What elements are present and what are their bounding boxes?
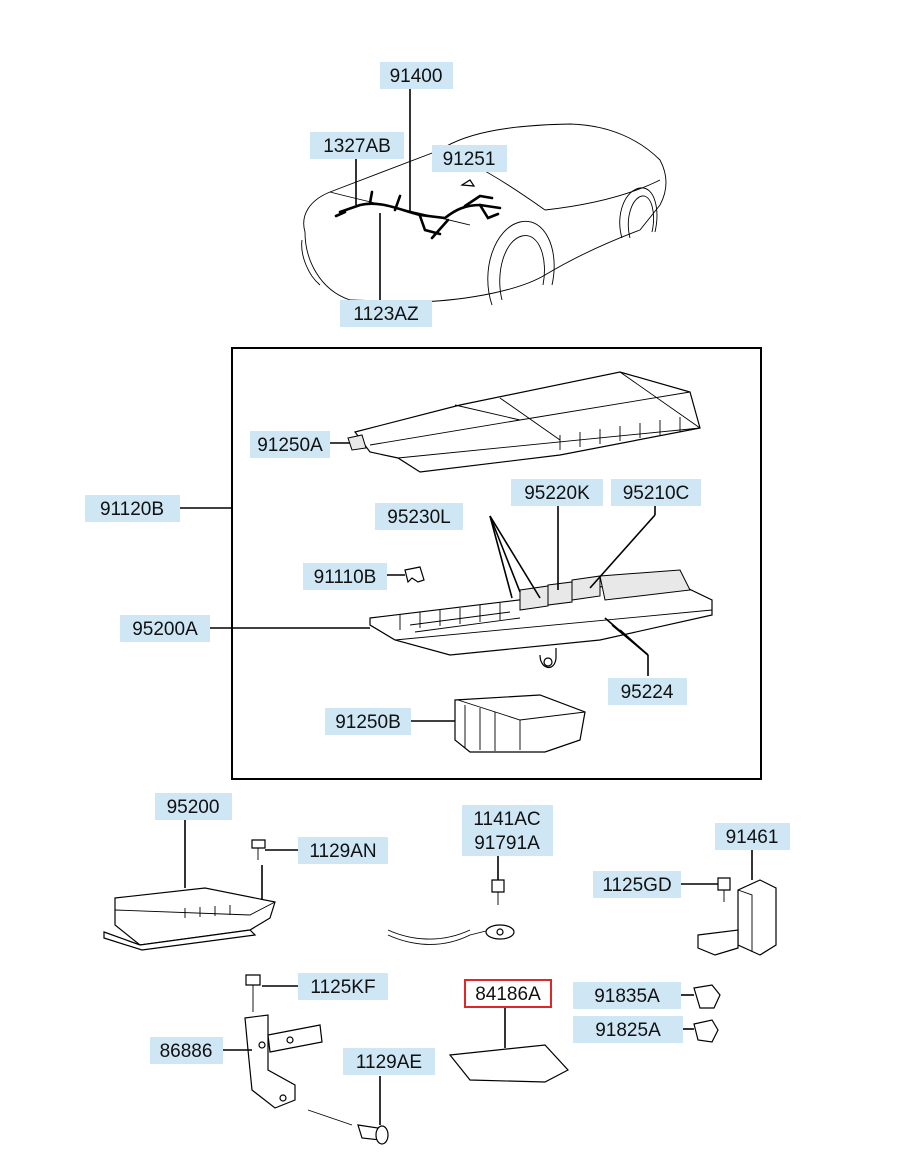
part-label-91825a[interactable]: 91825A bbox=[573, 1016, 683, 1043]
svg-text:91791A: 91791A bbox=[474, 833, 540, 854]
part-label-95200[interactable]: 95200 bbox=[155, 793, 232, 820]
svg-text:84186A: 84186A bbox=[475, 984, 541, 1005]
svg-text:95224: 95224 bbox=[621, 682, 674, 703]
svg-text:91400: 91400 bbox=[390, 66, 443, 87]
clip-91110b-illustration bbox=[404, 566, 425, 584]
svg-text:91120B: 91120B bbox=[100, 499, 164, 520]
svg-text:95210C: 95210C bbox=[623, 483, 690, 504]
part-label-95210c[interactable]: 95210C bbox=[611, 479, 701, 506]
part-label-91400[interactable]: 91400 bbox=[380, 62, 453, 89]
svg-text:91250B: 91250B bbox=[335, 712, 401, 733]
svg-text:1125GD: 1125GD bbox=[602, 875, 671, 896]
part-label-91251[interactable]: 91251 bbox=[432, 145, 507, 172]
part-label-1125kf[interactable]: 1125KF bbox=[298, 973, 388, 1000]
svg-text:91250A: 91250A bbox=[257, 435, 323, 456]
part-label-91791a[interactable]: 91791A bbox=[462, 829, 553, 856]
junction-box-95200-illustration bbox=[103, 887, 276, 951]
svg-text:86886: 86886 bbox=[160, 1041, 213, 1062]
part-label-1129an[interactable]: 1129AN bbox=[298, 837, 388, 864]
svg-text:91825A: 91825A bbox=[595, 1020, 661, 1041]
svg-text:1129AE: 1129AE bbox=[356, 1052, 422, 1073]
svg-text:95200A: 95200A bbox=[132, 619, 198, 640]
svg-text:1141AC: 1141AC bbox=[473, 809, 540, 830]
label-84186a-illustration bbox=[448, 1044, 569, 1083]
bolt-1129ae-illustration bbox=[357, 1124, 389, 1145]
grommets-illustration bbox=[693, 984, 721, 1043]
part-label-91461[interactable]: 91461 bbox=[715, 823, 790, 850]
svg-text:91110B: 91110B bbox=[314, 567, 377, 588]
part-label-1125gd[interactable]: 1125GD bbox=[593, 871, 681, 898]
svg-text:1125KF: 1125KF bbox=[310, 977, 375, 998]
svg-text:91835A: 91835A bbox=[594, 986, 660, 1007]
svg-text:1129AN: 1129AN bbox=[309, 841, 376, 862]
svg-text:91251: 91251 bbox=[443, 149, 496, 170]
part-label-95230l[interactable]: 95230L bbox=[375, 503, 463, 530]
svg-text:95220K: 95220K bbox=[524, 483, 590, 504]
part-label-86886[interactable]: 86886 bbox=[150, 1037, 223, 1064]
upper-cover-illustration bbox=[347, 371, 701, 473]
part-label-95220k[interactable]: 95220K bbox=[511, 479, 603, 506]
part-label-91120b[interactable]: 91120B bbox=[85, 495, 180, 522]
part-label-91250a[interactable]: 91250A bbox=[250, 431, 330, 458]
bolt-1129an-illustration bbox=[251, 839, 266, 860]
part-label-91110b[interactable]: 91110B bbox=[303, 563, 387, 590]
part-label-1327ab[interactable]: 1327AB bbox=[310, 132, 404, 159]
part-label-91250b[interactable]: 91250B bbox=[325, 708, 411, 735]
part-label-1123az[interactable]: 1123AZ bbox=[340, 300, 432, 327]
part-label-84186a-highlighted[interactable]: 84186A bbox=[464, 979, 552, 1008]
part-label-1129ae[interactable]: 1129AE bbox=[343, 1048, 435, 1075]
svg-text:95230L: 95230L bbox=[387, 507, 450, 528]
svg-text:95200: 95200 bbox=[167, 797, 220, 818]
part-label-95200a[interactable]: 95200A bbox=[120, 615, 210, 642]
relay-block-illustration bbox=[369, 569, 713, 668]
lower-cover-illustration bbox=[454, 694, 586, 753]
fuse-box-group-frame bbox=[231, 347, 762, 780]
part-label-91835a[interactable]: 91835A bbox=[573, 982, 681, 1009]
ground-cable-illustration bbox=[387, 879, 515, 945]
svg-text:1123AZ: 1123AZ bbox=[353, 304, 419, 325]
bracket-86886-illustration bbox=[244, 974, 323, 1109]
svg-text:91461: 91461 bbox=[726, 827, 779, 848]
part-label-95224[interactable]: 95224 bbox=[608, 678, 687, 705]
part-label-1141ac[interactable]: 1141AC bbox=[462, 805, 553, 832]
svg-text:1327AB: 1327AB bbox=[323, 136, 391, 157]
car-illustration bbox=[301, 123, 667, 306]
bracket-91461-illustration bbox=[697, 877, 777, 956]
